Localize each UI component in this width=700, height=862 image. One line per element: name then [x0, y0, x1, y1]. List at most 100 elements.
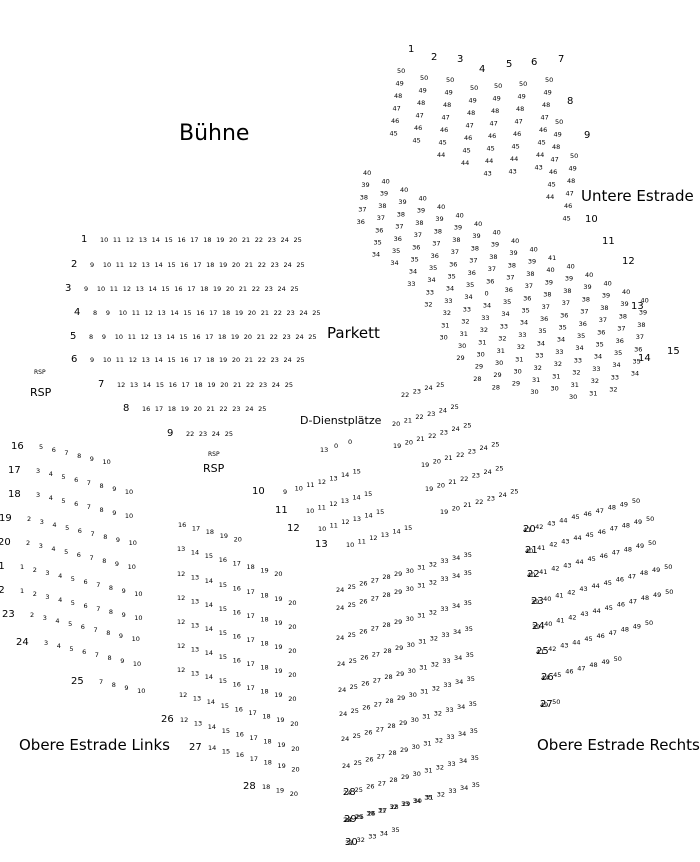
seat[interactable]: 38 [397, 210, 405, 218]
seat[interactable]: 20 [234, 535, 242, 543]
seat[interactable]: 13 [191, 598, 199, 606]
seat[interactable]: 34 [454, 654, 462, 662]
seat[interactable]: 0 [485, 290, 489, 298]
seat[interactable]: 23 [487, 494, 495, 502]
seat[interactable]: 25 [348, 583, 356, 591]
seat[interactable]: 22 [475, 498, 483, 506]
seat[interactable]: 17 [233, 559, 241, 567]
seat[interactable]: 24 [338, 686, 346, 694]
seat[interactable]: 32 [429, 560, 437, 568]
seat[interactable]: 5 [65, 524, 69, 532]
seat[interactable]: 15 [165, 236, 173, 244]
seat[interactable]: 17 [247, 588, 255, 596]
seat[interactable]: 45 [487, 145, 495, 153]
seat[interactable]: 38 [526, 270, 534, 278]
seat[interactable]: 25 [356, 813, 364, 821]
seat[interactable]: 39 [620, 300, 628, 308]
seat[interactable]: 14 [155, 356, 163, 364]
seat[interactable]: 14 [152, 236, 160, 244]
seat[interactable]: 41 [539, 568, 547, 576]
seat[interactable]: 11 [132, 309, 140, 317]
seat[interactable]: 15 [161, 285, 169, 293]
seat[interactable]: 35 [470, 727, 478, 735]
seat[interactable]: 33 [440, 575, 448, 583]
seat[interactable]: 29 [512, 380, 520, 388]
seat[interactable]: 27 [378, 779, 386, 787]
seat[interactable]: 26 [359, 628, 367, 636]
seat[interactable]: 22 [460, 475, 468, 483]
seat[interactable]: 47 [628, 572, 636, 580]
seat[interactable]: 6 [84, 578, 88, 586]
seat[interactable]: 9 [106, 309, 110, 317]
seat[interactable]: 30 [477, 351, 485, 359]
seat[interactable]: 21 [233, 381, 241, 389]
seat[interactable]: 19 [213, 285, 221, 293]
seat[interactable]: 17 [193, 356, 201, 364]
seat[interactable]: 10 [346, 541, 354, 549]
seat[interactable]: 33 [442, 657, 450, 665]
seat[interactable]: 31 [532, 376, 540, 384]
seat[interactable]: 41 [537, 544, 545, 552]
seat[interactable]: 25 [348, 601, 356, 609]
seat[interactable]: 48 [622, 521, 630, 529]
seat[interactable]: 48 [589, 661, 597, 669]
seat[interactable]: 25 [308, 333, 316, 341]
seat[interactable]: 23 [440, 428, 448, 436]
seat[interactable]: 3 [36, 491, 40, 499]
seat[interactable]: 39 [398, 198, 406, 206]
seat[interactable]: 40 [622, 288, 630, 296]
seat[interactable]: 41 [536, 648, 544, 656]
seat[interactable]: 14 [205, 649, 213, 657]
seat[interactable]: 14 [143, 381, 151, 389]
seat[interactable]: 31 [423, 740, 431, 748]
seat[interactable]: 27 [371, 624, 379, 632]
seat[interactable]: 14 [341, 471, 349, 479]
seat[interactable]: 45 [584, 635, 592, 643]
seat[interactable]: 34 [631, 370, 639, 378]
seat[interactable]: 16 [219, 556, 227, 564]
seat[interactable]: 25 [351, 707, 359, 715]
seat[interactable]: 35 [559, 324, 567, 332]
seat[interactable]: 17 [155, 405, 163, 413]
seat[interactable]: 48 [552, 143, 560, 151]
seat[interactable]: 9 [112, 485, 116, 493]
seat[interactable]: 23 [232, 405, 240, 413]
seat[interactable]: 8 [106, 629, 110, 637]
seat[interactable]: 14 [392, 527, 400, 535]
seat[interactable]: 16 [236, 730, 244, 738]
seat[interactable]: 35 [472, 781, 480, 789]
seat[interactable]: 41 [523, 526, 531, 534]
seat[interactable]: 32 [435, 736, 443, 744]
seat[interactable]: 32 [437, 790, 445, 798]
seat[interactable]: 22 [219, 405, 227, 413]
seat[interactable]: 47 [612, 549, 620, 557]
seat[interactable]: 31 [460, 330, 468, 338]
seat[interactable]: 11 [128, 333, 136, 341]
seat[interactable]: 34 [464, 293, 472, 301]
seat[interactable]: 4 [49, 470, 53, 478]
seat[interactable]: 9 [122, 587, 126, 595]
seat[interactable]: 15 [167, 356, 175, 364]
seat[interactable]: 29 [456, 354, 464, 362]
seat[interactable]: 30 [408, 667, 416, 675]
seat[interactable]: 27 [371, 576, 379, 584]
seat[interactable]: 9 [90, 261, 94, 269]
seat[interactable]: 10 [137, 687, 145, 695]
seat[interactable]: 16 [180, 356, 188, 364]
seat[interactable]: 7 [96, 605, 100, 613]
seat[interactable]: 46 [564, 202, 572, 210]
seat[interactable]: 24 [424, 384, 432, 392]
seat[interactable]: 39 [532, 623, 540, 631]
seat[interactable]: 23 [468, 447, 476, 455]
seat[interactable]: 46 [616, 576, 624, 584]
seat[interactable]: 30 [440, 334, 448, 342]
seat[interactable]: 24 [245, 405, 253, 413]
seat[interactable]: 40 [527, 571, 535, 579]
seat[interactable]: 5 [61, 473, 65, 481]
seat[interactable]: 39 [531, 598, 539, 606]
seat[interactable]: 40 [419, 195, 427, 203]
seat[interactable]: 17 [182, 381, 190, 389]
seat[interactable]: 18 [218, 333, 226, 341]
seat[interactable]: 17 [192, 525, 200, 533]
seat[interactable]: 12 [126, 236, 134, 244]
